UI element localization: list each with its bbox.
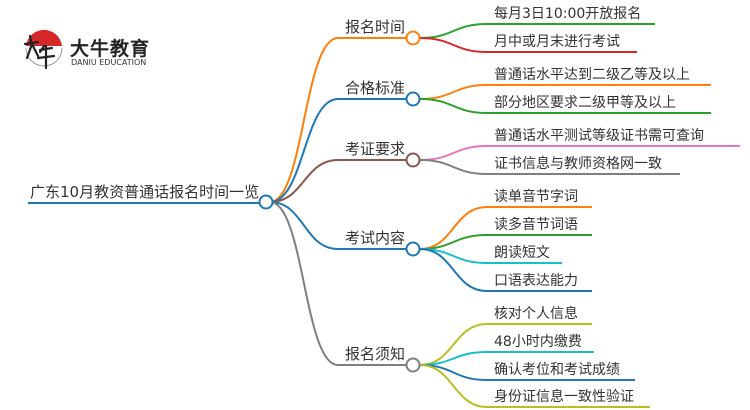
branch-connector bbox=[269, 201, 339, 366]
leaf-label: 读单音节字词 bbox=[494, 188, 578, 205]
leaf-label: 朗读短文 bbox=[494, 244, 550, 261]
root-node bbox=[258, 194, 274, 210]
leaf-label: 普通话水平测试等级证书需可查询 bbox=[494, 127, 704, 144]
leaf-connector bbox=[419, 98, 488, 114]
branch-label: 考试内容 bbox=[345, 229, 405, 247]
leaf-connector bbox=[419, 248, 488, 292]
branch-node bbox=[405, 357, 421, 373]
branch-node bbox=[405, 30, 421, 46]
leaf-label: 口语表达能力 bbox=[494, 273, 578, 289]
leaf-connector bbox=[419, 84, 488, 100]
leaf-label: 部分地区要求二级甲等及以上 bbox=[494, 94, 676, 111]
branch-connector bbox=[269, 201, 339, 250]
leaf-label: 证书信息与教师资格网一致 bbox=[494, 155, 662, 172]
leaf-connector bbox=[419, 159, 488, 175]
logo-mark bbox=[23, 29, 63, 70]
branch-label: 报名须知 bbox=[345, 345, 405, 363]
leaf-label: 月中或月末进行考试 bbox=[494, 34, 620, 50]
leaf-label: 普通话水平达到二级乙等及以上 bbox=[494, 66, 690, 83]
leaf-label: 48小时内缴费 bbox=[494, 334, 582, 350]
leaf-connector bbox=[419, 37, 488, 53]
branch-label: 考证要求 bbox=[345, 140, 405, 158]
branch-connector bbox=[269, 37, 339, 203]
branch-connector bbox=[269, 98, 339, 203]
branch-label: 合格标准 bbox=[345, 79, 405, 97]
leaf-connector bbox=[419, 23, 488, 39]
root-label: 广东10月教资普通话报名时间一览 bbox=[30, 183, 259, 201]
leaf-label: 读多音节词语 bbox=[494, 216, 578, 233]
branch-node bbox=[405, 152, 421, 168]
leaf-connector bbox=[419, 145, 488, 161]
logo-subtitle: DANIU EDUCATION bbox=[71, 58, 147, 67]
leaf-connector bbox=[419, 364, 488, 408]
leaf-label: 每月3日10:00开放报名 bbox=[494, 6, 641, 22]
branch-node bbox=[405, 241, 421, 257]
leaf-label: 确认考位和考试成绩 bbox=[494, 362, 620, 378]
logo-name: 大牛教育 bbox=[70, 38, 151, 60]
branch-label: 报名时间 bbox=[345, 18, 405, 36]
leaf-label: 核对个人信息 bbox=[494, 305, 578, 322]
branch-connector bbox=[269, 159, 339, 203]
branch-node bbox=[405, 91, 421, 107]
leaf-label: 身份证信息一致性验证 bbox=[494, 388, 634, 405]
logo: 大牛教育 DANIU EDUCATION bbox=[22, 28, 172, 74]
